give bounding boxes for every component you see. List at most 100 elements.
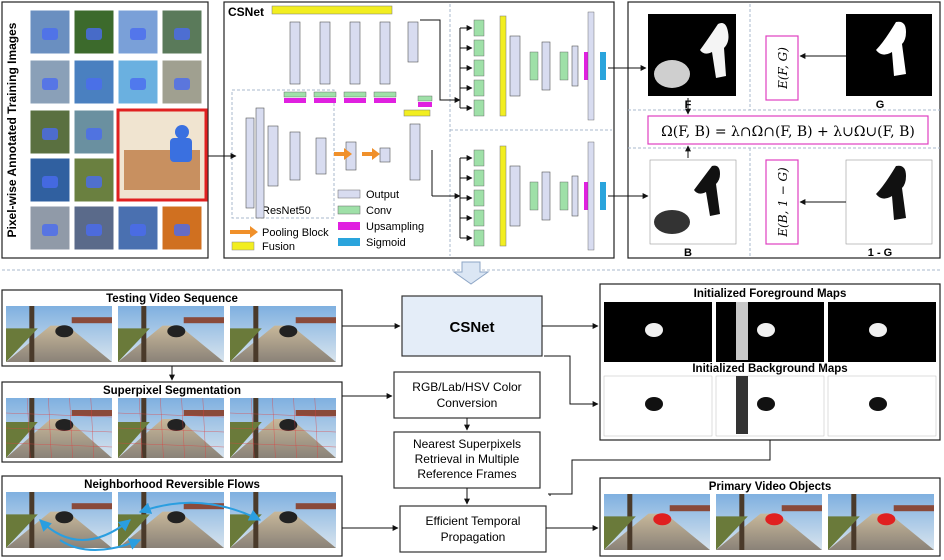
object-blob xyxy=(757,323,775,337)
legend-conv: Conv xyxy=(366,205,392,217)
branch-block xyxy=(541,171,551,221)
superpixel-boundary xyxy=(69,397,73,459)
branch-conv xyxy=(473,59,485,77)
primary-frames xyxy=(604,494,934,550)
object-blob xyxy=(869,397,887,411)
branch-conv xyxy=(473,189,485,207)
superpixel-boundary xyxy=(160,397,164,459)
branch-conv xyxy=(529,181,539,211)
fence-shape xyxy=(183,410,224,416)
nearest-line3: Reference Frames xyxy=(417,467,516,481)
blob-B xyxy=(654,210,690,234)
B-label: B xyxy=(684,247,692,259)
grass-shape xyxy=(6,514,38,548)
pooling-arrow xyxy=(334,148,352,160)
propagation-line1: Efficient Temporal xyxy=(426,514,521,528)
annotated-object-shape xyxy=(42,176,58,188)
grass-shape xyxy=(6,422,38,458)
annotated-object-shape xyxy=(130,224,146,236)
superpixel-title: Superpixel Segmentation xyxy=(103,385,241,397)
legend-fusion: Fusion xyxy=(262,241,295,253)
blob-F xyxy=(654,60,690,88)
dog-shape xyxy=(279,511,298,524)
conv-layer xyxy=(417,95,433,102)
sigmoid-swatch xyxy=(338,238,360,246)
upsampling-layer xyxy=(374,98,396,103)
annotated-object-shape xyxy=(174,224,190,236)
branch-sigmoid xyxy=(600,52,606,80)
loss-panel: F G B 1 - G E(F, G) E(B, 1 − G) Ω(F, B) … xyxy=(627,1,941,259)
child-head-shape xyxy=(175,125,189,139)
superpixel-boundary xyxy=(48,397,52,459)
dog-shape xyxy=(653,513,672,526)
annotated-object-shape xyxy=(86,28,102,40)
superpixel-boundary xyxy=(229,412,337,418)
bg-maps-title: Initialized Background Maps xyxy=(692,363,847,375)
conv-layer xyxy=(373,91,397,98)
decoder-block xyxy=(349,21,361,85)
conv-layer xyxy=(313,91,337,98)
annotated-object-shape xyxy=(130,28,146,40)
loss-bg-text: E(B, 1 − G) xyxy=(776,167,790,238)
training-images-label: Pixel-wise Annotated Training Images xyxy=(5,22,19,237)
decoder-block xyxy=(319,21,331,85)
superpixel-boundary xyxy=(293,397,297,459)
architecture-legend: Pooling Block Fusion Output Conv Upsampl… xyxy=(230,189,424,253)
child-body-shape xyxy=(170,138,192,162)
dog-shape xyxy=(279,325,298,338)
superpixel-boundary xyxy=(202,397,207,459)
loss-fg-box xyxy=(765,35,799,101)
flow-arrow-3 xyxy=(59,538,142,551)
fence-shape xyxy=(295,410,336,416)
flows-panel: Neighborhood Reversible Flows xyxy=(1,475,343,557)
loss-bg-box xyxy=(765,159,799,245)
testing-video-panel: Testing Video Sequence xyxy=(1,289,343,367)
branch-tall-block xyxy=(587,141,595,251)
nearest-superpixels-box xyxy=(393,431,541,489)
connector xyxy=(420,19,461,103)
tree-blob xyxy=(736,376,748,434)
branch-fusion xyxy=(499,15,507,117)
child-silhouette-1-G xyxy=(876,165,906,220)
grass-shape xyxy=(230,514,262,548)
branch-conv xyxy=(473,19,485,37)
pipeline-arrows xyxy=(169,323,771,531)
annotated-object-shape xyxy=(42,78,58,90)
dog-shape xyxy=(765,513,784,526)
dog-shape xyxy=(279,419,298,431)
csnet-box-label: CSNet xyxy=(449,319,494,336)
tree-blob xyxy=(736,302,748,360)
annotated-object-shape xyxy=(86,78,102,90)
upsampling-layer xyxy=(284,98,306,103)
superpixel-boundary xyxy=(272,397,276,459)
decoder-block xyxy=(379,21,391,85)
annotated-object-shape xyxy=(42,128,58,140)
fence-shape xyxy=(183,317,224,324)
one-minus-G-label: 1 - G xyxy=(868,247,892,259)
dog-shape xyxy=(55,419,74,431)
encoder-block xyxy=(409,123,421,181)
branch-conv xyxy=(559,51,569,81)
fusion-bar xyxy=(271,5,393,15)
superpixel-boundary xyxy=(117,442,225,448)
encoder-block xyxy=(267,125,279,187)
loss-fg-text: E(F, G) xyxy=(776,47,790,90)
ground-truth-G xyxy=(846,14,932,96)
dog-shape xyxy=(55,325,74,338)
branch-upsampling xyxy=(584,52,590,80)
inverse-ground-truth xyxy=(845,159,933,245)
fence-shape xyxy=(71,503,112,510)
branch-conv xyxy=(473,79,485,97)
training-images-panel: Pixel-wise Annotated Training Images xyxy=(1,1,209,259)
child-silhouette-G xyxy=(876,21,906,76)
legend-pooling: Pooling Block xyxy=(262,227,329,239)
fusion-bar xyxy=(403,109,431,117)
testing-frames xyxy=(6,306,336,362)
pooling-arrow-icon xyxy=(230,226,258,238)
superpixel-boundary xyxy=(229,427,337,433)
branch-block xyxy=(509,35,521,97)
conv-layer xyxy=(283,91,307,98)
legend-upsampling: Upsampling xyxy=(366,221,424,233)
flow-frames xyxy=(6,492,336,548)
loss-total-box xyxy=(647,115,929,145)
